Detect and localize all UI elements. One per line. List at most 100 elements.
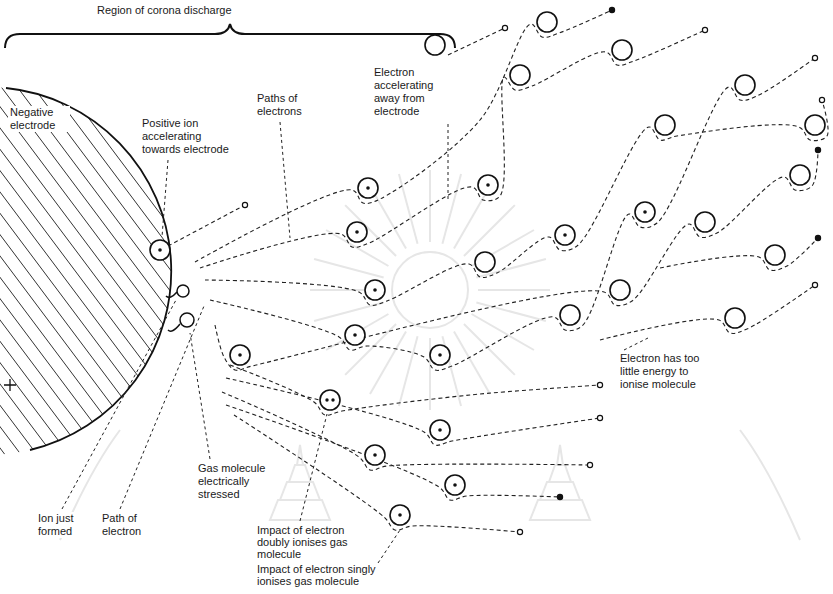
- stressed-tail: [168, 324, 180, 331]
- electron-path: [660, 238, 818, 270]
- gas-molecule: [735, 75, 755, 95]
- watermark-ray: [399, 174, 418, 244]
- hatch-line: [44, 80, 344, 480]
- gas-molecule: [475, 252, 495, 272]
- molecule-outline: [475, 252, 495, 272]
- molecule-outline: [555, 225, 575, 245]
- electron: [812, 282, 817, 287]
- electron: [242, 202, 247, 207]
- leader-line: [62, 300, 176, 509]
- ion-charge: [366, 186, 370, 190]
- gas-molecule: [365, 280, 385, 300]
- ion-charge: [438, 353, 442, 357]
- annotation-label: Ion just formed: [36, 512, 86, 538]
- electron: [502, 25, 507, 30]
- ion-charge: [643, 210, 647, 214]
- molecule-outline: [425, 35, 445, 55]
- electron: [597, 382, 602, 387]
- watermark-tower: [270, 445, 330, 520]
- annotation-label: Gas molecule electrically stressed: [196, 462, 272, 501]
- annotation-label: Impact of electron singly ionises gas mo…: [255, 563, 385, 587]
- leader-line: [378, 530, 400, 563]
- molecule-outline: [805, 115, 825, 135]
- gas-molecule: [430, 420, 450, 440]
- gas-molecule: [790, 165, 810, 185]
- leader-line: [624, 338, 648, 350]
- ion-charge: [486, 183, 490, 187]
- ion-charge: [453, 483, 457, 487]
- annotation-label: Negative electrode: [8, 106, 70, 132]
- annotation-label: Paths of electrons: [255, 92, 315, 118]
- hatch-line: [0, 80, 24, 480]
- electron-path: [600, 285, 815, 340]
- watermark-ray: [399, 336, 418, 406]
- hatch-line: [204, 80, 504, 480]
- molecule-outline: [560, 305, 580, 325]
- gas-molecule: [230, 345, 250, 365]
- electron: [815, 235, 820, 240]
- molecule-outline: [612, 40, 632, 60]
- gas-molecule: [610, 280, 630, 300]
- watermark-ray: [472, 314, 534, 350]
- watermark-ray: [454, 332, 490, 394]
- electron-path: [215, 150, 818, 370]
- molecule-outline: [765, 245, 785, 265]
- watermark-ray: [370, 332, 406, 394]
- ion-charge: [438, 428, 442, 432]
- plus-mark: [4, 379, 16, 391]
- molecule-outline: [445, 475, 465, 495]
- electron-path: [234, 415, 520, 532]
- gas-molecule: [365, 445, 385, 465]
- molecule-outline: [510, 65, 530, 85]
- hatch-line: [60, 80, 360, 480]
- gas-molecule: [320, 390, 340, 410]
- watermark-ray: [454, 186, 490, 248]
- electron-path: [222, 392, 590, 470]
- watermark-emblem: [60, 170, 800, 540]
- electrode-hatching: [0, 80, 504, 480]
- electron: [702, 27, 707, 32]
- gas-molecule: [478, 175, 498, 195]
- hatch-line: [0, 80, 280, 480]
- watermark-ray: [345, 205, 396, 256]
- watermark-arc: [60, 430, 800, 540]
- molecule-outline: [320, 390, 340, 410]
- watermark-ray: [478, 289, 550, 291]
- gas-molecule: [695, 212, 715, 232]
- watermark-ray: [464, 205, 515, 256]
- gas-molecule: [805, 115, 825, 135]
- molecule-outline: [735, 75, 755, 95]
- ion-charge: [373, 453, 377, 457]
- annotation-label: Positive ion accelerating towards electr…: [140, 117, 240, 156]
- molecule-outline: [430, 420, 450, 440]
- ion-charge: [238, 353, 242, 357]
- watermark-ray: [314, 259, 384, 278]
- leader-line: [300, 414, 327, 521]
- gas-molecule: [390, 505, 410, 525]
- hatch-line: [0, 80, 8, 480]
- electron-paths: [168, 7, 828, 534]
- ion-charge: [563, 233, 567, 237]
- annotation-label: Electron has too little energy to ionise…: [618, 352, 712, 391]
- ion-charge: [355, 230, 359, 234]
- leader-line: [120, 306, 204, 509]
- watermark-ray: [464, 324, 515, 375]
- electron: [812, 55, 817, 60]
- gas-molecule: [555, 225, 575, 245]
- hatch-line: [12, 80, 312, 480]
- molecule-outline: [695, 212, 715, 232]
- region-bracket: [5, 24, 455, 48]
- leader-lines: [62, 122, 648, 563]
- hatch-line: [124, 80, 424, 480]
- hatch-line: [0, 80, 296, 480]
- molecule-outline: [358, 178, 378, 198]
- electron-path: [200, 30, 705, 268]
- ion-charge: [331, 398, 334, 401]
- molecule-outline: [478, 175, 498, 195]
- ion-charge: [325, 398, 328, 401]
- gas-molecule: [655, 115, 675, 135]
- molecule-outline: [230, 345, 250, 365]
- gas-molecule: [445, 475, 465, 495]
- electron: [517, 529, 522, 534]
